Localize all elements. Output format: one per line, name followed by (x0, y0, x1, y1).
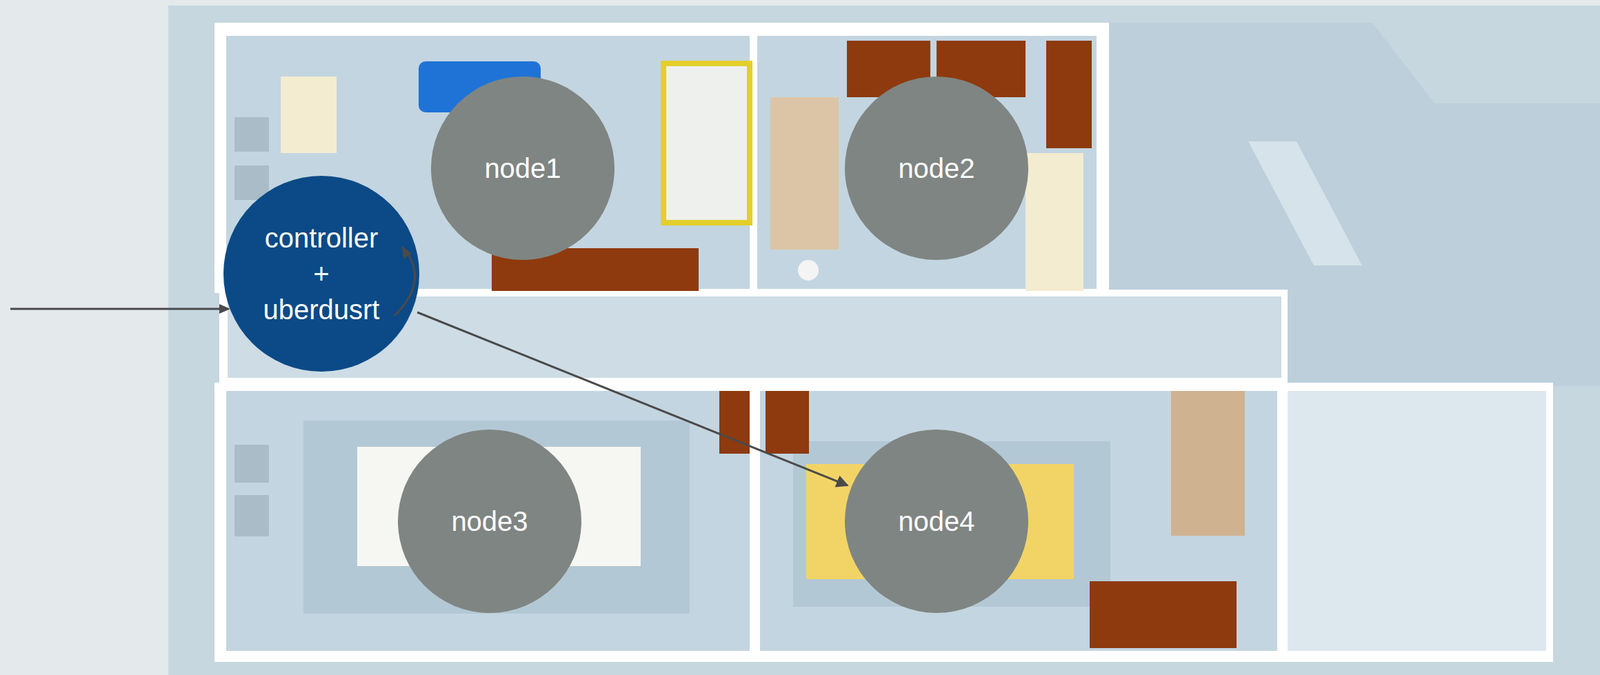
text-group: node1 (484, 150, 561, 187)
self-loop-arrow (394, 252, 416, 316)
text-group: controller + uberdusrt (255, 220, 387, 328)
text-group: node2 (897, 150, 975, 187)
room-floor (760, 391, 1278, 652)
shelf (770, 97, 839, 250)
wardrobe (280, 76, 337, 154)
skylight (1248, 141, 1363, 266)
node-label: node4 (897, 503, 975, 540)
text-group: node4 (897, 503, 975, 540)
text-group: node3 (451, 503, 528, 540)
window (234, 495, 269, 537)
bed (663, 63, 750, 223)
circle-shape (223, 175, 420, 372)
circle-shape (431, 76, 615, 260)
wardrobe (1025, 153, 1084, 292)
node-label: controller + uberdusrt (255, 220, 387, 328)
node-circle: node3 (397, 429, 582, 614)
circle-shape (844, 429, 1029, 614)
window (234, 117, 269, 152)
room-floor (226, 391, 750, 652)
arrow-head (219, 304, 231, 314)
arrow-head (401, 245, 412, 259)
box (1089, 581, 1237, 649)
cabinet (765, 391, 809, 454)
rug (303, 420, 690, 614)
node-label: node3 (451, 503, 528, 540)
window (234, 444, 269, 483)
lamp (797, 260, 819, 281)
node-circle: node1 (431, 76, 615, 260)
node-label: node1 (484, 150, 561, 187)
room-floor (1287, 391, 1547, 652)
circle-shape (844, 76, 1029, 260)
node-circle: node2 (844, 76, 1029, 260)
circle-shape (397, 429, 582, 614)
node-circle: node4 (844, 429, 1029, 614)
plan-ground (168, 5, 1600, 675)
input-arrow (10, 308, 223, 311)
wall (214, 382, 1554, 663)
shelf (1171, 391, 1245, 536)
cabinet (1046, 40, 1092, 149)
node-label: node2 (897, 150, 975, 187)
controller-circle: controller + uberdusrt (223, 175, 420, 372)
